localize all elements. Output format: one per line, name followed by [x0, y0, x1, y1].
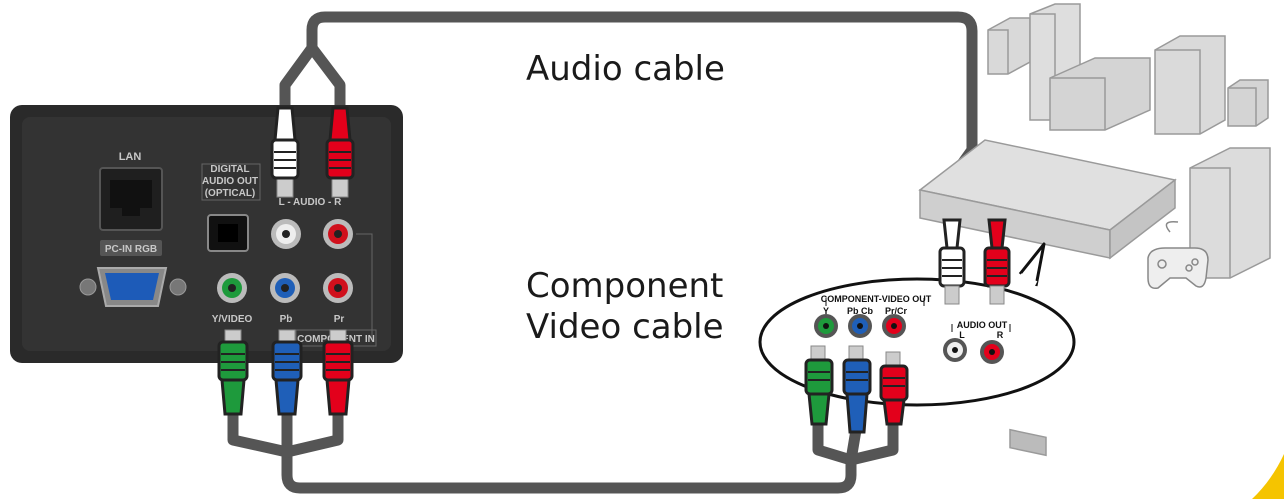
- optical-port-opening: [218, 224, 238, 242]
- pc-in-plate: [100, 240, 162, 256]
- speaker-system: [987, 3, 1271, 279]
- audio-out-label: AUDIO OUT: [957, 320, 1008, 330]
- digital-audio-label-1: DIGITAL: [210, 164, 249, 175]
- player-audio-plug-white: [938, 218, 966, 305]
- y-video-label: Y/VIDEO: [212, 314, 253, 325]
- tv-component-plug-red: [322, 329, 354, 416]
- pb-label: Pb: [280, 314, 293, 325]
- lan-label: LAN: [119, 151, 142, 163]
- callout-pb-label: Pb Cb: [847, 306, 874, 316]
- player-audio-l-jack: [943, 338, 967, 362]
- vga-screw-left: [79, 278, 97, 296]
- player-pb-jack: [848, 314, 872, 338]
- tv-pr-jack: [323, 273, 353, 303]
- component-out-label: COMPONENT-VIDEO OUT: [821, 294, 932, 304]
- player-y-jack: [814, 314, 838, 338]
- tv-y-video-jack: [217, 273, 247, 303]
- player-component-plug-blue: [842, 345, 872, 434]
- callout-y-label: Y: [823, 306, 829, 316]
- tv-component-plug-green: [217, 329, 249, 416]
- pc-in-label: PC-IN RGB: [105, 244, 157, 255]
- lan-jack: [110, 180, 152, 208]
- audio-cable-caption: Audio cable: [526, 49, 725, 89]
- callout-l-label: L: [959, 330, 965, 340]
- corner-accent: [1252, 454, 1284, 499]
- tv-component-plug-blue: [271, 329, 303, 416]
- player-callout: COMPONENT-VIDEO OUT Y Pb Cb Pr/Cr AUDIO …: [758, 242, 1076, 407]
- player-rear-jacks: [1009, 428, 1047, 457]
- lan-jack-clip: [122, 208, 140, 216]
- tv-audio-l-jack: [271, 219, 301, 249]
- component-cable: [227, 406, 899, 494]
- tv-audio-r-jack: [323, 219, 353, 249]
- pr-label: Pr: [334, 314, 345, 325]
- callout-r-label: R: [997, 330, 1004, 340]
- digital-audio-label-frame: [201, 163, 261, 201]
- tv-rear-panel: LAN PC-IN RGB DIGITAL AUDIO OUT (OPTICAL…: [10, 105, 403, 363]
- vga-port: [105, 273, 159, 300]
- audio-lr-label: L - AUDIO - R: [279, 197, 343, 208]
- tv-audio-plug-red: [325, 106, 355, 198]
- vga-screw-right: [169, 278, 187, 296]
- player-component-plug-red: [879, 351, 909, 426]
- digital-audio-label-2: AUDIO OUT: [202, 176, 258, 187]
- digital-audio-label-3: (OPTICAL): [205, 188, 256, 199]
- callout-pr-label: Pr/Cr: [885, 306, 908, 316]
- game-controller-icon: [1147, 220, 1209, 290]
- player-audio-plug-red: [983, 218, 1011, 305]
- tv-pb-jack: [270, 273, 300, 303]
- component-bracket: [356, 233, 373, 340]
- component-cable-caption-line2: Video cable: [526, 307, 724, 347]
- player-pr-jack: [882, 314, 906, 338]
- component-cable-caption-line1: Component: [526, 266, 724, 306]
- player-device: [918, 139, 1177, 457]
- player-component-plug-green: [804, 345, 834, 426]
- tv-audio-plug-white: [270, 106, 300, 198]
- player-audio-r-jack: [980, 340, 1004, 364]
